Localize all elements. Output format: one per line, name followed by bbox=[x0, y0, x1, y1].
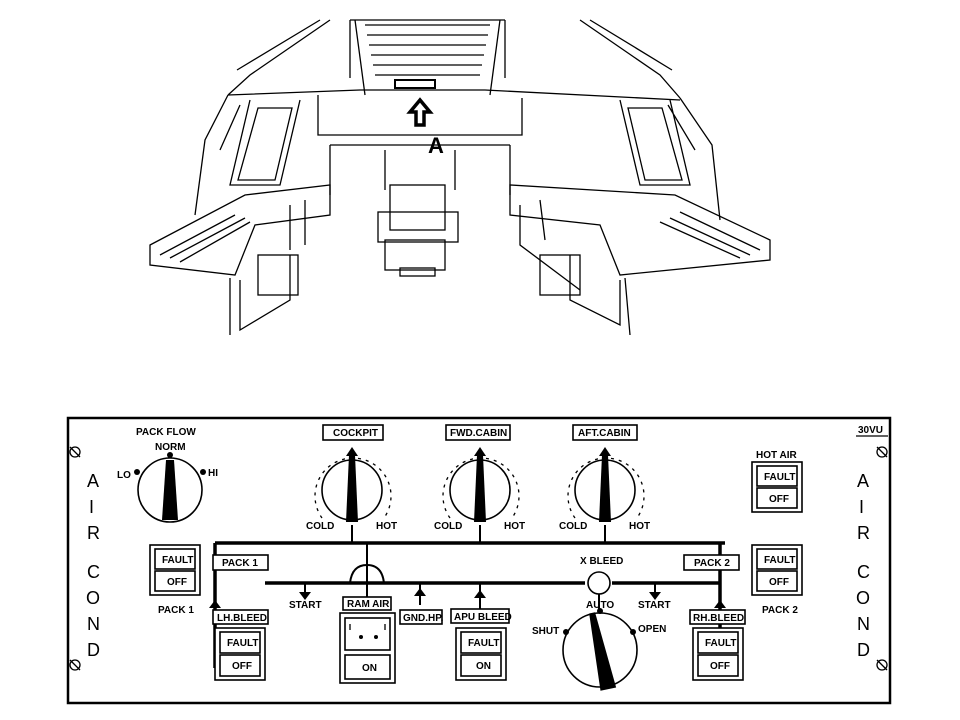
svg-text:I: I bbox=[89, 497, 94, 517]
pack2-title: PACK 2 bbox=[762, 605, 798, 616]
apu-bleed-on-label: ON bbox=[476, 661, 491, 672]
aft-cabin-cold-label: COLD bbox=[559, 521, 587, 532]
lh-bleed-off-label: OFF bbox=[232, 661, 252, 672]
cockpit-view bbox=[149, 19, 771, 336]
aft-cabin-temp-knob[interactable] bbox=[567, 447, 645, 522]
view-direction-arrow bbox=[406, 97, 434, 127]
cockpit-temp-knob[interactable] bbox=[314, 447, 392, 522]
rh-bleed-pushbutton[interactable] bbox=[692, 627, 744, 681]
cockpit-hot-label: HOT bbox=[376, 521, 397, 532]
side-label-left: A I R C O N D bbox=[86, 471, 100, 660]
panel-id: 30VU bbox=[858, 425, 883, 436]
x-bleed-valve-icon bbox=[587, 571, 611, 595]
svg-text:R: R bbox=[857, 523, 870, 543]
x-bleed-shut-label: SHUT bbox=[532, 626, 559, 637]
svg-text:N: N bbox=[87, 614, 100, 634]
side-label-right: A I R C O N D bbox=[856, 471, 870, 660]
pack2-duct-label: PACK 2 bbox=[694, 558, 730, 569]
start-left-label: START bbox=[289, 600, 322, 611]
apu-bleed-fault-label: FAULT bbox=[468, 638, 499, 649]
pack1-pushbutton[interactable] bbox=[149, 544, 201, 596]
ram-air-guard bbox=[344, 617, 391, 651]
shut-detent-icon bbox=[563, 629, 569, 635]
svg-text:O: O bbox=[86, 588, 100, 608]
aft-cabin-hot-label: HOT bbox=[629, 521, 650, 532]
lh-bleed-pushbutton[interactable] bbox=[214, 627, 266, 681]
guard-rivet-icon bbox=[359, 635, 363, 639]
svg-text:D: D bbox=[87, 640, 100, 660]
x-bleed-auto-label: AUTO bbox=[586, 600, 614, 611]
rh-bleed-fault-label: FAULT bbox=[705, 638, 736, 649]
ram-air-guarded-pushbutton[interactable] bbox=[339, 612, 396, 684]
svg-text:N: N bbox=[857, 614, 870, 634]
pack-flow-selector[interactable] bbox=[134, 452, 206, 523]
svg-text:C: C bbox=[87, 562, 100, 582]
pack-flow-norm-label: NORM bbox=[155, 442, 186, 453]
lh-bleed-fault-label: FAULT bbox=[227, 638, 258, 649]
apu-bleed-pushbutton[interactable] bbox=[455, 627, 507, 681]
guard-rivet-icon bbox=[374, 635, 378, 639]
screw-icon bbox=[876, 659, 888, 671]
svg-text:C: C bbox=[857, 562, 870, 582]
lo-detent-icon bbox=[134, 469, 140, 475]
hi-detent-icon bbox=[200, 469, 206, 475]
pack1-off-label: OFF bbox=[167, 577, 187, 588]
screw-icon bbox=[69, 446, 81, 458]
norm-detent-icon bbox=[167, 452, 173, 458]
fwd-cabin-cold-label: COLD bbox=[434, 521, 462, 532]
pack-flow-hi-label: HI bbox=[208, 468, 218, 479]
svg-text:R: R bbox=[87, 523, 100, 543]
cockpit-cold-label: COLD bbox=[306, 521, 334, 532]
pack1-fault-label: FAULT bbox=[162, 555, 193, 566]
aft-cabin-knob-label: AFT.CABIN bbox=[578, 428, 631, 439]
cockpit-knob-label: COCKPIT bbox=[333, 428, 378, 439]
hot-air-off-label: OFF bbox=[769, 494, 789, 505]
gnd-hp-label: GND.HP. bbox=[403, 613, 444, 624]
fwd-cabin-knob-label: FWD.CABIN bbox=[450, 428, 507, 439]
svg-text:I: I bbox=[859, 497, 864, 517]
pack1-duct-label: PACK 1 bbox=[222, 558, 258, 569]
svg-text:A: A bbox=[87, 471, 99, 491]
ram-air-on-label: ON bbox=[362, 663, 377, 674]
fwd-cabin-temp-knob[interactable] bbox=[442, 447, 520, 522]
screw-icon bbox=[876, 446, 888, 458]
rh-bleed-off-label: OFF bbox=[710, 661, 730, 672]
screw-icon bbox=[69, 659, 81, 671]
x-bleed-title: X BLEED bbox=[580, 556, 623, 567]
view-callout-label: A bbox=[428, 133, 444, 158]
pack-flow-title: PACK FLOW bbox=[136, 427, 196, 438]
svg-text:O: O bbox=[856, 588, 870, 608]
svg-text:A: A bbox=[857, 471, 869, 491]
x-bleed-selector[interactable] bbox=[562, 608, 638, 691]
pack1-title: PACK 1 bbox=[158, 605, 194, 616]
pack2-off-label: OFF bbox=[769, 577, 789, 588]
hot-air-pushbutton[interactable] bbox=[751, 461, 803, 513]
pack-flow-lo-label: LO bbox=[117, 470, 131, 481]
svg-text:D: D bbox=[857, 640, 870, 660]
hot-air-fault-label: FAULT bbox=[764, 472, 795, 483]
pack2-fault-label: FAULT bbox=[764, 555, 795, 566]
fwd-cabin-hot-label: HOT bbox=[504, 521, 525, 532]
lh-bleed-label: LH.BLEED bbox=[217, 613, 267, 624]
hot-air-title: HOT AIR bbox=[756, 450, 798, 461]
start-right-label: START bbox=[638, 600, 671, 611]
x-bleed-open-label: OPEN bbox=[638, 624, 666, 635]
ram-air-label: RAM AIR bbox=[347, 599, 390, 610]
apu-bleed-label: APU BLEED bbox=[454, 612, 512, 623]
auto-detent-icon bbox=[597, 608, 603, 614]
rh-bleed-label: RH.BLEED bbox=[693, 613, 744, 624]
open-detent-icon bbox=[630, 629, 636, 635]
pack2-pushbutton[interactable] bbox=[751, 544, 803, 596]
